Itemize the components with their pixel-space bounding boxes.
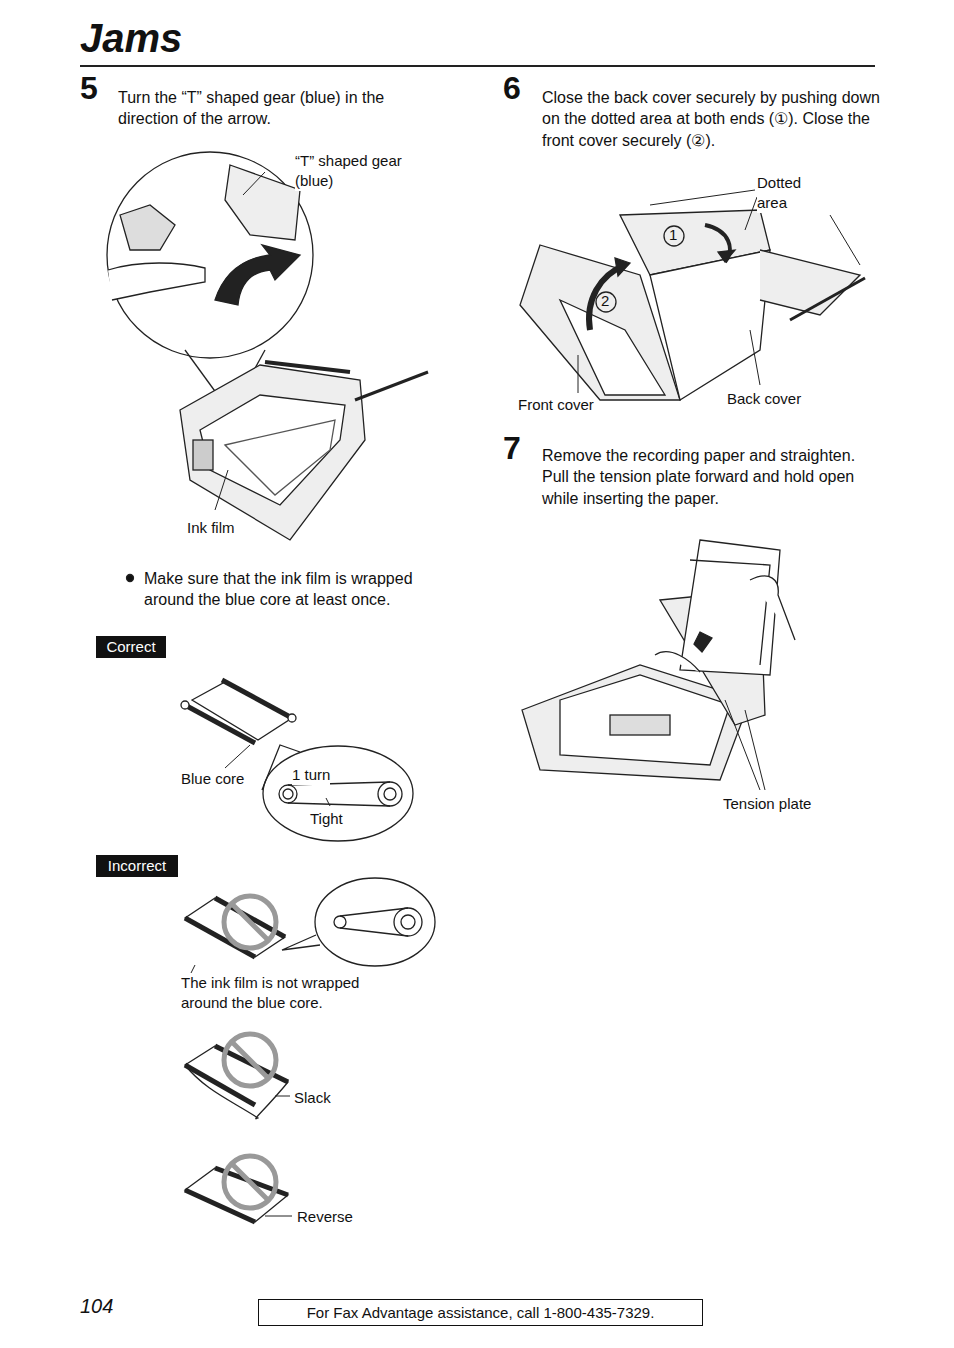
part-label: Dotted area (757, 173, 832, 213)
node-text: Incorrect (108, 856, 166, 876)
instruction-text: Close the back cover securely by pushing… (542, 87, 882, 151)
instruction-text: Turn the “T” shaped gear (blue) in the d… (118, 87, 433, 130)
step-number: 7 (503, 432, 521, 464)
step-number: 6 (503, 72, 521, 104)
part-label: Ink film (187, 518, 235, 538)
part-label: Tension plate (723, 794, 811, 814)
node-text: Tight (310, 809, 343, 829)
part-label: Slack (294, 1088, 331, 1108)
footer-box: For Fax Advantage assistance, call 1-800… (258, 1299, 703, 1326)
part-label: Front cover (518, 395, 594, 415)
section-band: Correct (96, 636, 166, 658)
node-text: 1 turn (292, 765, 330, 785)
step-number: 5 (80, 72, 98, 104)
callout-number: 1 (669, 227, 677, 242)
part-label: Blue core (181, 769, 244, 789)
instruction-text: Remove the recording paper and straighte… (542, 445, 872, 509)
section-band: Incorrect (96, 855, 178, 877)
note-text: The ink film is not wrapped around the b… (181, 973, 396, 1013)
page-title: Jams (80, 12, 182, 65)
part-label: “T” shaped gear (blue) (295, 151, 430, 191)
callout-bubble: 1 turnTight (262, 745, 414, 842)
part-label: Reverse (297, 1207, 353, 1227)
page-number: 104 (80, 1293, 113, 1320)
node-text: For Fax Advantage assistance, call 1-800… (307, 1303, 655, 1323)
note-text: Make sure that the ink film is wrapped a… (144, 568, 449, 611)
callout-number: 2 (601, 293, 609, 308)
part-label: Back cover (727, 389, 801, 409)
node-text: Correct (106, 637, 155, 657)
